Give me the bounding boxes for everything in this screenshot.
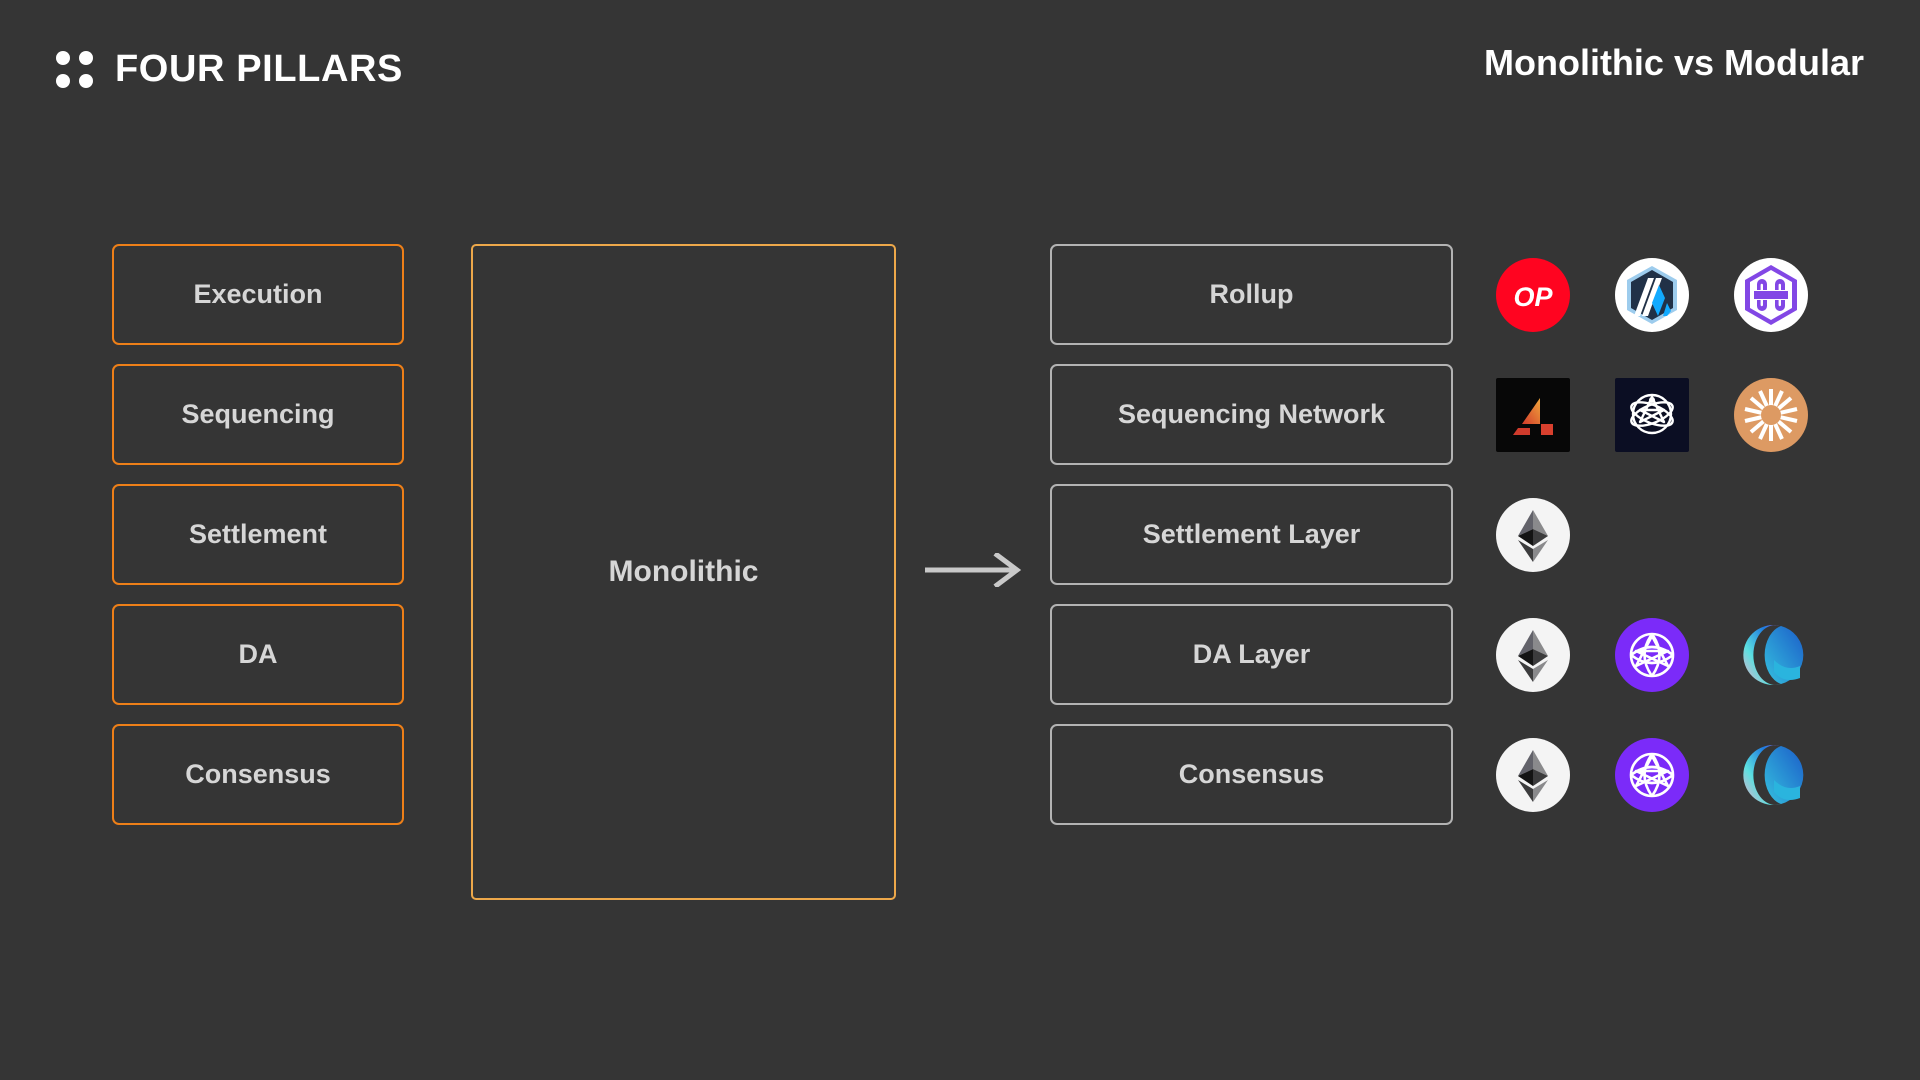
ethereum-logo [1496, 497, 1570, 572]
svg-text:OP: OP [1513, 282, 1553, 312]
layer-label: Consensus [1178, 759, 1325, 789]
espresso-logo [1734, 377, 1808, 452]
modular-layers-column: Rollup OP [1050, 244, 1808, 825]
layer-row-consensus: Consensus [1050, 724, 1804, 825]
four-dots-icon [56, 50, 93, 88]
layer-label: Rollup [1209, 279, 1294, 309]
logo-strip-da-layer [1496, 604, 1808, 705]
ethereum-logo [1496, 617, 1570, 692]
radius-logo [1615, 377, 1689, 452]
pillar-box-execution: Execution [112, 244, 404, 345]
optimism-logo: OP [1496, 257, 1570, 332]
page-title: Monolithic vs Modular [1483, 42, 1864, 83]
celestia-logo [1615, 617, 1689, 692]
layer-label: DA Layer [1192, 639, 1311, 669]
logo-strip-consensus [1496, 724, 1808, 825]
pillar-label: Execution [193, 279, 323, 309]
brand-lockup: FOUR PILLARS [56, 40, 403, 98]
monolithic-box: Monolithic [471, 244, 896, 900]
layer-label: Settlement Layer [1142, 519, 1361, 549]
logo-strip-sequencing-network [1496, 364, 1808, 465]
astria-logo [1496, 377, 1570, 452]
layer-label: Sequencing Network [1117, 399, 1386, 429]
pillar-label: Settlement [188, 519, 328, 549]
eigenlayer-logo [1734, 618, 1808, 692]
eigenlayer-logo [1734, 738, 1808, 812]
brand-name: FOUR PILLARS [115, 48, 403, 90]
monolithic-label: Monolithic [608, 555, 759, 588]
pillar-box-sequencing: Sequencing [112, 364, 404, 465]
pillar-label: Sequencing [181, 399, 335, 429]
layer-box-consensus: Consensus [1050, 724, 1453, 825]
layer-box-rollup: Rollup [1050, 244, 1453, 345]
logo-strip-rollup: OP [1496, 244, 1808, 345]
layer-row-sequencing-network: Sequencing Network [1050, 364, 1808, 465]
pillar-label: Consensus [185, 759, 331, 789]
pillar-box-settlement: Settlement [112, 484, 404, 585]
layer-row-settlement-layer: Settlement Layer [1050, 484, 1570, 585]
pillar-box-da: DA [112, 604, 404, 705]
layer-row-rollup: Rollup OP [1050, 244, 1808, 345]
pillar-label: DA [238, 639, 278, 669]
layer-box-settlement-layer: Settlement Layer [1050, 484, 1453, 585]
ethereum-logo [1496, 737, 1570, 812]
arrow-right-icon [925, 551, 1025, 589]
arbitrum-logo [1615, 257, 1689, 332]
logo-strip-settlement-layer [1496, 484, 1570, 585]
pillar-box-consensus: Consensus [112, 724, 404, 825]
layer-box-da-layer: DA Layer [1050, 604, 1453, 705]
pillars-column: Execution Sequencing Settlement DA Conse… [112, 244, 404, 825]
layer-box-sequencing-network: Sequencing Network [1050, 364, 1453, 465]
layer-row-da-layer: DA Layer [1050, 604, 1804, 705]
polygon-zkevm-logo [1734, 257, 1808, 332]
celestia-logo [1615, 737, 1689, 812]
